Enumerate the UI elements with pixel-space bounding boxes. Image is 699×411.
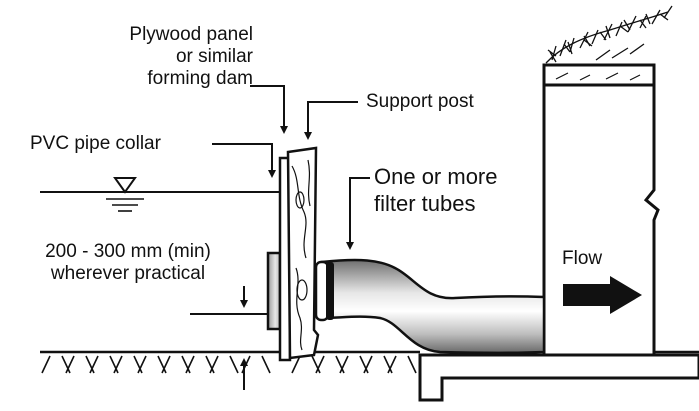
support-post-leader [304,101,358,140]
support-post-label: Support post [366,91,474,112]
pvc-collar-leader [212,143,276,178]
filter-tube-leader [346,177,370,250]
plywood-label-line3: forming dam [147,68,253,89]
depth-dimension [190,286,268,390]
depth-label: 200 - 300 mm (min) wherever practical [20,241,236,285]
top-slab [542,63,656,87]
flow-label: Flow [562,248,603,269]
plywood-label-line2: or similar [175,46,253,67]
concrete-pit [418,63,699,402]
depth-label-line1: 200 - 300 mm (min) [45,241,211,262]
plywood-label-line1: Plywood panel [129,24,253,45]
filter-tubes-label-line1: One or more [374,164,498,189]
filter-tubes-label: One or more filter tubes [374,163,498,217]
support-post [286,146,320,360]
filter-tube [314,258,546,354]
filter-tubes-label-line2: filter tubes [374,191,476,216]
plywood-leader [250,85,288,134]
depth-label-line2: wherever practical [50,263,206,284]
pvc-collar-label: PVC pipe collar [30,133,161,154]
flow-arrow [563,276,642,314]
water-level [40,177,280,212]
plywood-label: Plywood panel or similar forming dam [129,24,253,90]
grass-tuft [545,5,673,64]
pvc-collar [266,251,282,331]
leader-lines [212,85,370,250]
